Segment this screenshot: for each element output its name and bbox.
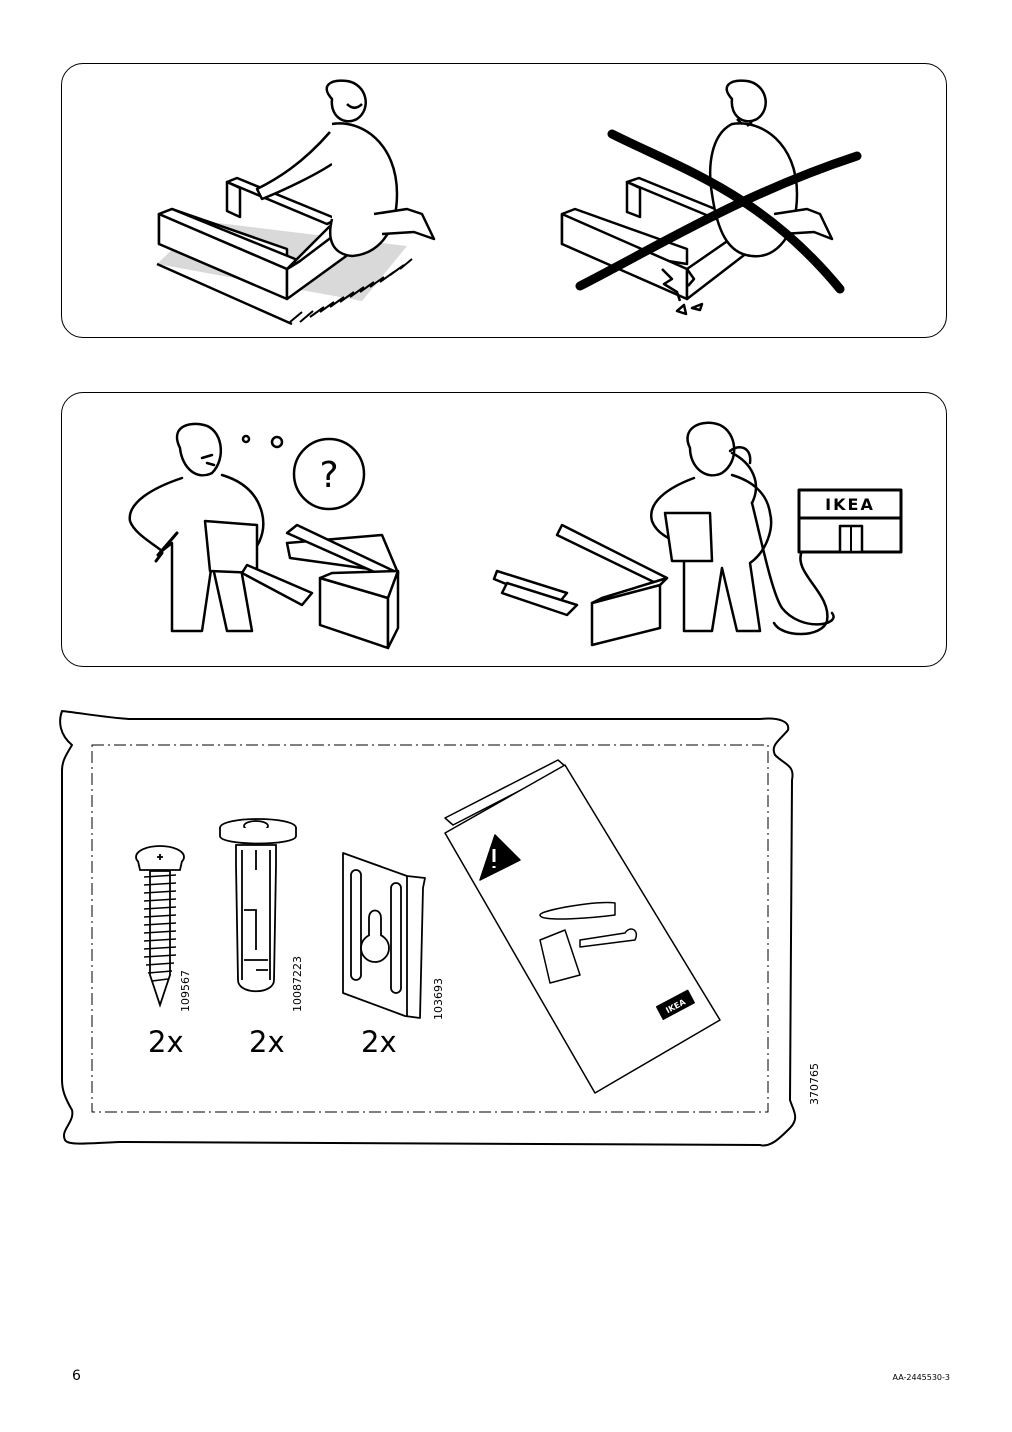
bracket-quantity: 2x <box>361 1025 397 1059</box>
question-mark: ? <box>319 455 338 496</box>
help-illustration: ? <box>128 421 903 650</box>
wrong-assembly-figure <box>560 79 862 316</box>
ikea-store-icon <box>797 488 903 554</box>
phone-person-figure <box>649 421 835 636</box>
confused-person-figure <box>128 422 366 633</box>
document-id: AA-2445530-3 <box>892 1373 950 1382</box>
correct-assembly-figure <box>156 79 436 326</box>
screw-quantity: 2x <box>148 1025 184 1059</box>
screw-icon <box>135 845 185 1008</box>
soft-surface-panel <box>61 63 947 338</box>
right-frame-parts <box>492 523 669 647</box>
left-frame-parts <box>240 523 400 650</box>
store-sign-label: IKEA <box>825 495 875 514</box>
wall-bracket-icon <box>342 852 426 1019</box>
bag-article-code: 370765 <box>808 1063 821 1105</box>
help-panel: ? <box>61 392 947 667</box>
safety-leaflet-icon: IKEA <box>444 759 721 1094</box>
bracket-article-code: 103693 <box>432 978 445 1020</box>
page-number: 6 <box>72 1368 81 1384</box>
wall-plug-icon <box>219 818 297 993</box>
screw-article-code: 109567 <box>179 970 192 1012</box>
wall-plug-quantity: 2x <box>249 1025 285 1059</box>
soft-surface-illustration <box>156 79 862 326</box>
wall-plug-article-code: 10087223 <box>291 956 304 1012</box>
